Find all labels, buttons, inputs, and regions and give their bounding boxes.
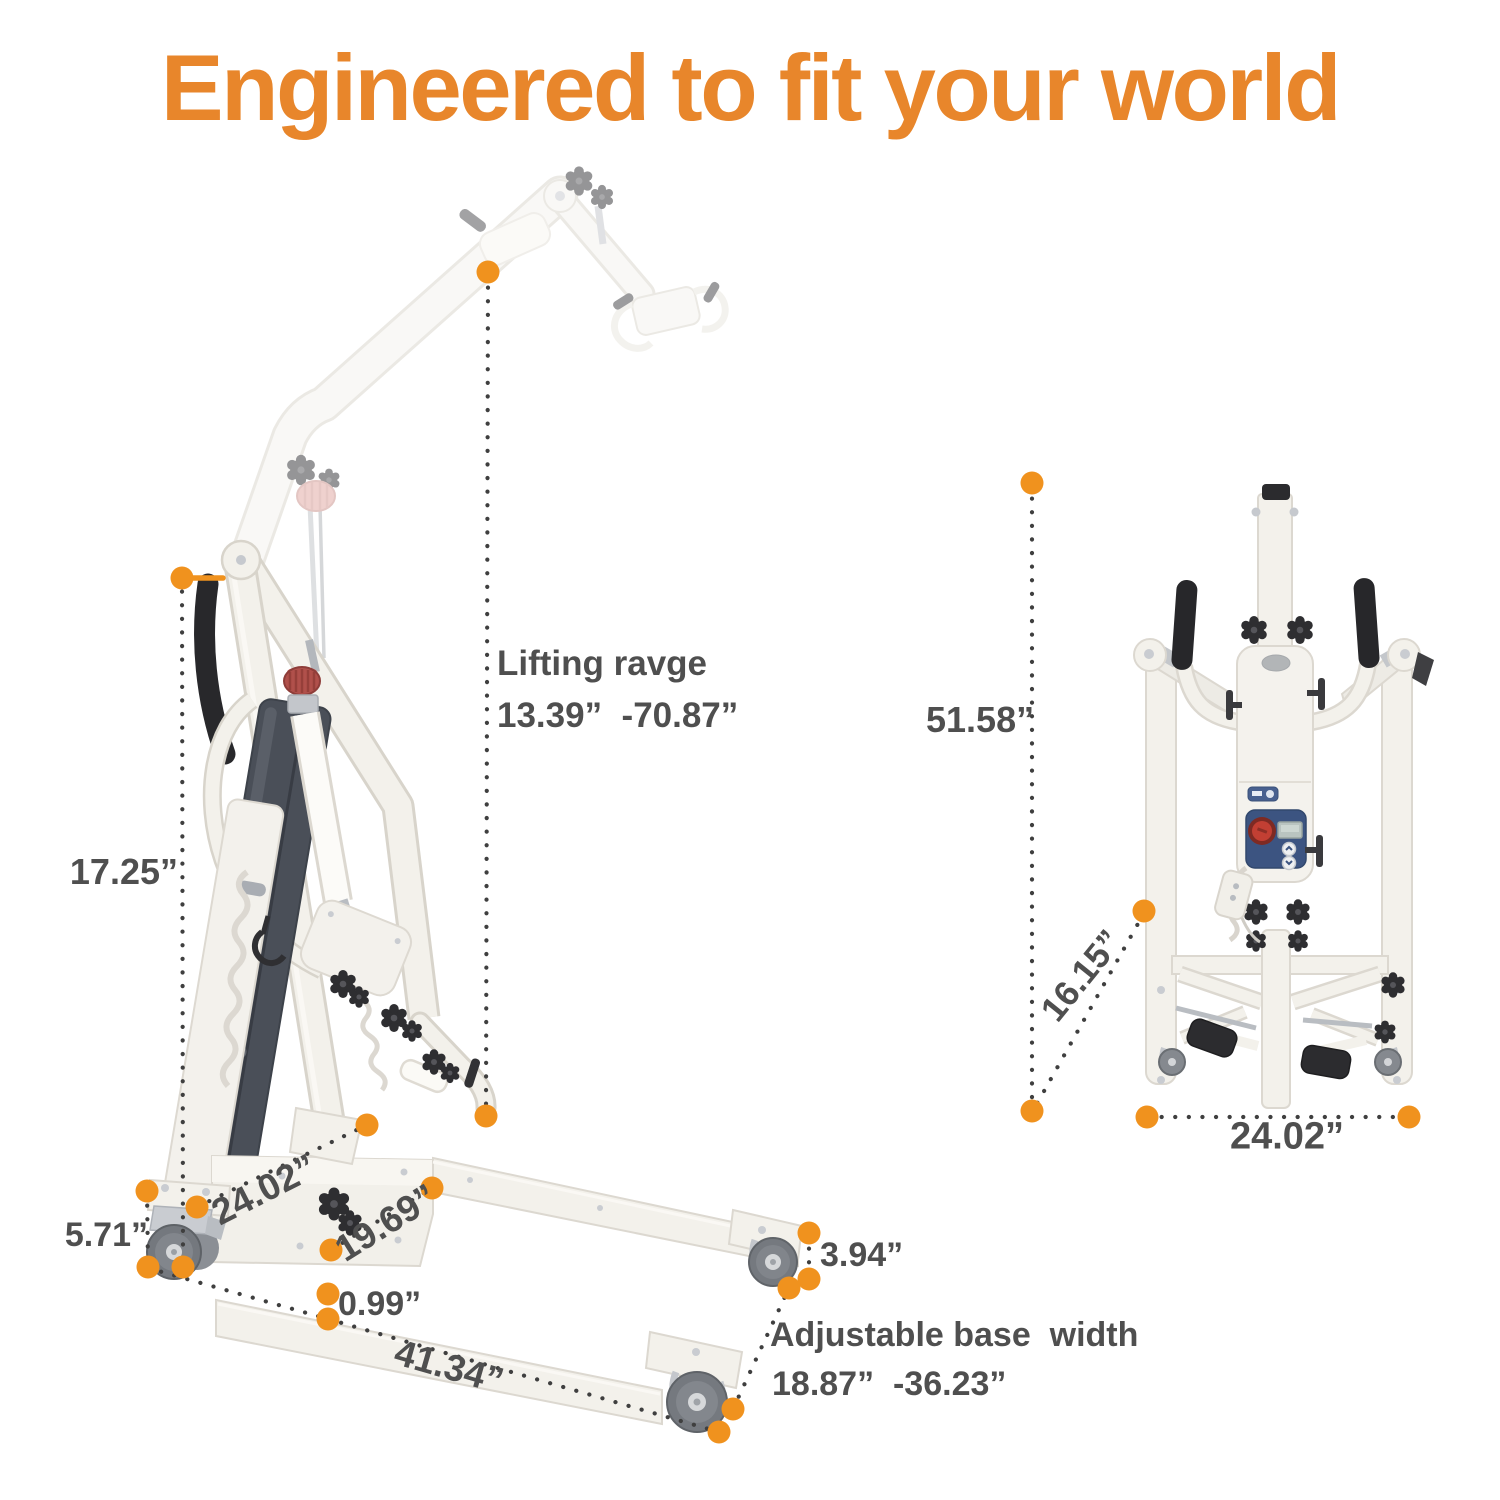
- leg-spread-pedal: [1186, 1018, 1238, 1058]
- front-caster-height-value: 3.94”: [820, 1236, 904, 1274]
- dimension-lines: [144, 271, 1411, 1435]
- ghost-raised-boom: [227, 166, 729, 659]
- caster-height-value: 5.71”: [64, 1216, 148, 1254]
- coiled-cable: [219, 869, 251, 1089]
- dimension-endpoint-dots: [135, 260, 1421, 1444]
- dim-line-handle-height: [179, 575, 186, 1269]
- push-handle-grip: [1171, 580, 1198, 670]
- dim-line-ground-connector: [145, 1265, 331, 1322]
- adjustable-base-value: 18.87” -36.23”: [772, 1365, 1007, 1403]
- leg-spread-pedal: [1300, 1044, 1352, 1080]
- page-title: Engineered to fit your world: [160, 35, 1342, 140]
- side-view-illustration: [146, 166, 804, 1433]
- push-handle-grip: [1353, 578, 1380, 668]
- boom-clip: [459, 208, 486, 232]
- lifting-range-value: 13.39” -70.87”: [497, 696, 739, 735]
- folded-height-value: 51.58”: [926, 699, 1035, 740]
- dim-line-lifting-range: [483, 271, 491, 1117]
- coiled-cable: [360, 997, 388, 1092]
- dim-line-caster-height: [144, 1189, 151, 1269]
- dim-line-adjustable-base-leader: [730, 1285, 792, 1412]
- actuator-release-knob: [296, 480, 336, 512]
- ground-clearance-value: 0.99”: [338, 1285, 422, 1323]
- folded-view-illustration: [1133, 484, 1434, 1109]
- side-view-frame: [163, 539, 497, 1202]
- sling-peg: [1226, 678, 1325, 867]
- folded-leg-left: [1145, 651, 1177, 1085]
- lifting-range-label: Lifting ravge: [497, 644, 708, 683]
- boom-knob-icon: [590, 184, 614, 210]
- front-base-leg: [215, 1298, 663, 1426]
- sling-hanger-bar: [631, 286, 701, 336]
- folded-width-value: 24.02”: [1229, 1115, 1345, 1158]
- side-view-base: [146, 1106, 804, 1433]
- adjustable-base-label: Adjustable base width: [770, 1316, 1139, 1354]
- dim-line-base-length: [325, 1316, 722, 1435]
- folded-leg-right: [1381, 651, 1413, 1085]
- lift-up-button[interactable]: [1281, 841, 1297, 857]
- dim-line-base-rear-width: [194, 1122, 370, 1210]
- handle-height-value: 17.25”: [69, 851, 178, 892]
